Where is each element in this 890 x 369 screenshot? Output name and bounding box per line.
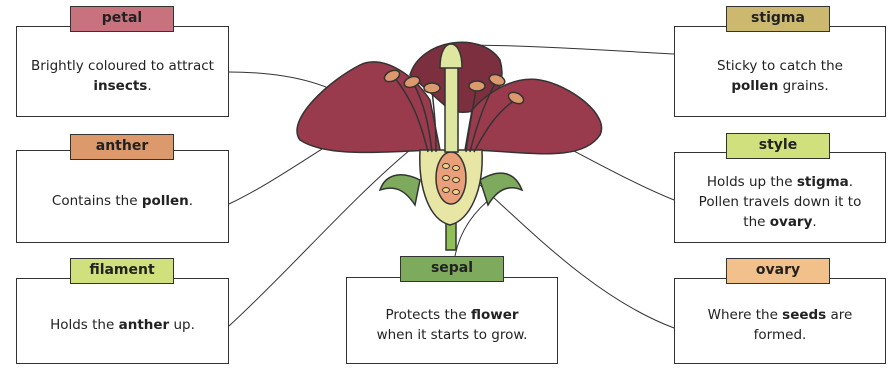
sepal-shape-left <box>380 175 420 205</box>
anther-tag: anther <box>70 134 174 160</box>
ovary-card: Where the seeds are formed. <box>674 278 886 364</box>
sepal-tag: sepal <box>400 256 504 282</box>
stigma-card: Sticky to catch the pollen grains. <box>674 26 886 117</box>
filament-card: Holds the anther up. <box>16 278 229 364</box>
filament-tag: filament <box>70 258 174 284</box>
style-tag: style <box>726 133 830 159</box>
petal-description: Brightly coloured to attract insects. <box>27 56 218 96</box>
sepal-shape-right <box>480 173 522 205</box>
sepal-description: Protects the flower when it starts to gr… <box>372 305 532 345</box>
style-card: Holds up the stigma. Pollen travels down… <box>674 152 886 243</box>
petal-card: Brightly coloured to attract insects. <box>16 26 229 117</box>
ovary-shape <box>436 152 466 204</box>
style-description: Holds up the stigma. Pollen travels down… <box>693 172 868 232</box>
stigma-tag: stigma <box>726 6 830 32</box>
anther-description: Contains the pollen. <box>52 191 193 211</box>
sepal-card: Protects the flower when it starts to gr… <box>346 277 558 364</box>
anther-card: Contains the pollen. <box>16 150 229 243</box>
anther-shape-4 <box>469 81 485 91</box>
filament-description: Holds the anther up. <box>50 315 195 335</box>
ovary-tag: ovary <box>726 258 830 284</box>
ovary-description: Where the seeds are formed. <box>700 305 860 345</box>
petal-tag: petal <box>70 6 174 32</box>
stigma-description: Sticky to catch the pollen grains. <box>705 56 855 96</box>
anther-shape-3 <box>424 83 440 93</box>
style-shape <box>445 65 458 152</box>
